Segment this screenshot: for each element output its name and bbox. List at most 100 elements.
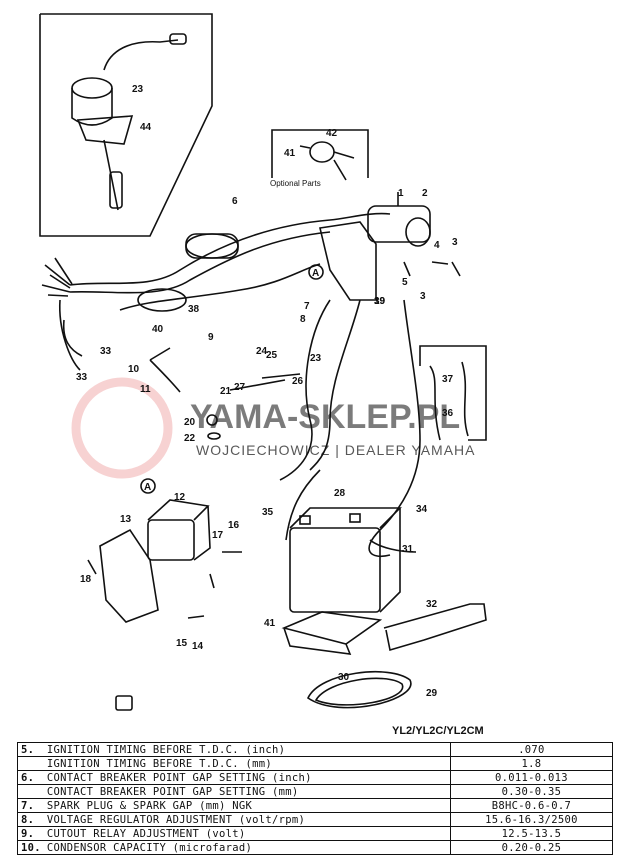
junction-box — [319, 221, 377, 301]
part-number: 9 — [208, 332, 214, 343]
part-number: 26 — [292, 376, 304, 387]
battery-bracket-32 — [383, 603, 487, 652]
fuse-icon — [115, 695, 133, 711]
part-number: 10 — [128, 364, 140, 375]
part-number: 41 — [284, 148, 296, 159]
part-number: 18 — [80, 574, 92, 585]
wire-bundle — [279, 299, 331, 481]
watermark-logo — [71, 377, 173, 479]
part-number: 32 — [426, 599, 438, 610]
part-number: 23 — [132, 84, 144, 95]
part-number: 7 — [304, 301, 310, 312]
part-number: 3 — [420, 291, 426, 302]
spec-table: 5.IGNITION TIMING BEFORE T.D.C. (inch).0… — [16, 742, 614, 855]
spec-description: IGNITION TIMING BEFORE T.D.C. (inch) — [43, 742, 451, 757]
optional-parts-label: Optional Parts — [270, 179, 321, 188]
spec-description: SPARK PLUG & SPARK GAP (mm) NGK — [43, 798, 451, 813]
handlebar-tube — [103, 39, 179, 71]
battery-strap-29 — [306, 670, 412, 709]
spec-number: 9. — [16, 826, 44, 841]
part-number: 4 — [434, 240, 440, 251]
part-number: 41 — [264, 618, 276, 629]
battery-box-30 — [281, 611, 383, 655]
optional-bracket — [271, 129, 369, 178]
part-number: 38 — [188, 304, 200, 315]
spec-number: 5. — [16, 742, 44, 757]
spec-value: 0.20-0.25 — [449, 840, 614, 855]
spec-row: 6.CONTACT BREAKER POINT GAP SETTING (inc… — [16, 770, 614, 785]
model-label: YL2/YL2C/YL2CM — [392, 725, 484, 737]
spec-number: 6. — [16, 770, 44, 785]
part-number: 15 — [176, 638, 188, 649]
main-harness — [69, 212, 391, 286]
part-number: 13 — [120, 514, 132, 525]
spec-number: 8. — [16, 812, 44, 827]
part-number: 12 — [174, 492, 186, 503]
watermark-tagline: WOJCIECHOWICZ | DEALER YAMAHA — [196, 442, 475, 458]
spec-description: VOLTAGE REGULATOR ADJUSTMENT (volt/rpm) — [43, 812, 451, 827]
part-number: 5 — [402, 277, 408, 288]
spec-row: CONTACT BREAKER POINT GAP SETTING (mm)0.… — [16, 784, 614, 799]
spec-number: 10. — [16, 840, 44, 855]
spec-description: CONTACT BREAKER POINT GAP SETTING (inch) — [43, 770, 451, 785]
spec-number: 7. — [16, 798, 44, 813]
wire-34 — [368, 299, 421, 557]
part-number: 20 — [184, 417, 196, 428]
part-number-callouts: 1 2 3 3 4 5 6 7 8 9 10 11 12 13 14 15 16… — [76, 84, 458, 699]
part-number: 8 — [300, 314, 306, 325]
part-number: 34 — [416, 504, 428, 515]
part-number: 42 — [326, 128, 338, 139]
part-number: 44 — [140, 122, 152, 133]
part-number: 23 — [310, 353, 322, 364]
cable-33 — [62, 319, 83, 357]
part-number: 36 — [442, 408, 454, 419]
coil-23 — [71, 77, 113, 99]
part-number: 21 — [220, 386, 232, 397]
wiring-diagram: YAMA-SKLEP.PL WOJCIECHOWICZ | DEALER YAM… — [39, 13, 487, 711]
spec-row: 8.VOLTAGE REGULATOR ADJUSTMENT (volt/rpm… — [16, 812, 614, 827]
regulator-13 — [99, 528, 159, 623]
part-number: A — [312, 268, 319, 279]
relay-41 — [309, 141, 335, 163]
spec-value: 1.8 — [449, 756, 614, 771]
part-number: 39 — [374, 296, 386, 307]
spec-value: 12.5-13.5 — [449, 826, 614, 841]
part-number: 11 — [140, 384, 151, 395]
part-number: 24 — [256, 346, 268, 357]
ignition-coil-6 — [185, 233, 239, 259]
watermark-brand: YAMA-SKLEP.PL — [190, 398, 460, 436]
wire-35 — [285, 469, 321, 541]
part-number: 29 — [426, 688, 438, 699]
spec-value: 0.30-0.35 — [449, 784, 614, 799]
spec-value: .070 — [449, 742, 614, 757]
spec-row: IGNITION TIMING BEFORE T.D.C. (mm)1.8 — [16, 756, 614, 771]
regulator-12 — [147, 519, 195, 561]
part-number: 28 — [334, 488, 346, 499]
spec-description: CONTACT BREAKER POINT GAP SETTING (mm) — [43, 784, 451, 799]
part-number: 22 — [184, 433, 196, 444]
spec-description: CONDENSOR CAPACITY (microfarad) — [43, 840, 451, 855]
part-number: 3 — [452, 237, 458, 248]
part-number: 6 — [232, 196, 238, 207]
part-number: 35 — [262, 507, 274, 518]
part-number: 30 — [338, 672, 350, 683]
battery-28 — [289, 527, 381, 613]
part-number: 31 — [402, 544, 414, 555]
spec-description: CUTOUT RELAY ADJUSTMENT (volt) — [43, 826, 451, 841]
spec-number — [16, 784, 44, 799]
spec-number — [16, 756, 44, 771]
spec-value: 0.011-0.013 — [449, 770, 614, 785]
spec-row: 10.CONDENSOR CAPACITY (microfarad)0.20-0… — [16, 840, 614, 855]
bracket-44 — [76, 115, 134, 145]
part-number: 16 — [228, 520, 240, 531]
part-number: 33 — [100, 346, 112, 357]
spec-row: 5.IGNITION TIMING BEFORE T.D.C. (inch).0… — [16, 742, 614, 757]
watermark: YAMA-SKLEP.PL WOJCIECHOWICZ | DEALER YAM… — [71, 377, 475, 479]
contact-breaker-1 — [367, 205, 431, 243]
spec-value: 15.6-16.3/2500 — [449, 812, 614, 827]
part-number: 19 — [374, 296, 386, 307]
spec-description: IGNITION TIMING BEFORE T.D.C. (mm) — [43, 756, 451, 771]
part-number: 27 — [234, 382, 246, 393]
part-number: 37 — [442, 374, 454, 385]
